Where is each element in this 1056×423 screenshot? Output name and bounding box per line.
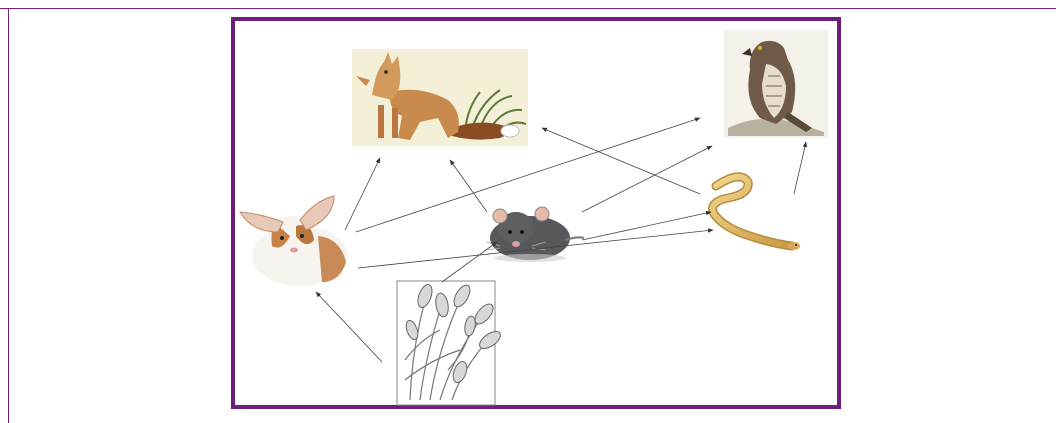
snake-icon xyxy=(713,177,800,250)
fox-icon xyxy=(352,49,528,146)
edge-snake-fox xyxy=(542,128,700,194)
hawk-icon xyxy=(724,30,828,138)
edge-snake-hawk xyxy=(794,142,806,194)
mouse-icon xyxy=(486,207,584,262)
edge-grain-mouse xyxy=(442,242,497,282)
edge-rabbit-fox xyxy=(345,158,380,230)
rabbit-icon xyxy=(240,196,348,286)
edge-mouse-fox xyxy=(450,160,487,212)
edge-mouse-snake xyxy=(582,212,711,240)
edge-grain-rabbit xyxy=(316,292,382,362)
edge-mouse-hawk xyxy=(582,146,712,212)
wheat-plant-icon xyxy=(397,281,503,405)
